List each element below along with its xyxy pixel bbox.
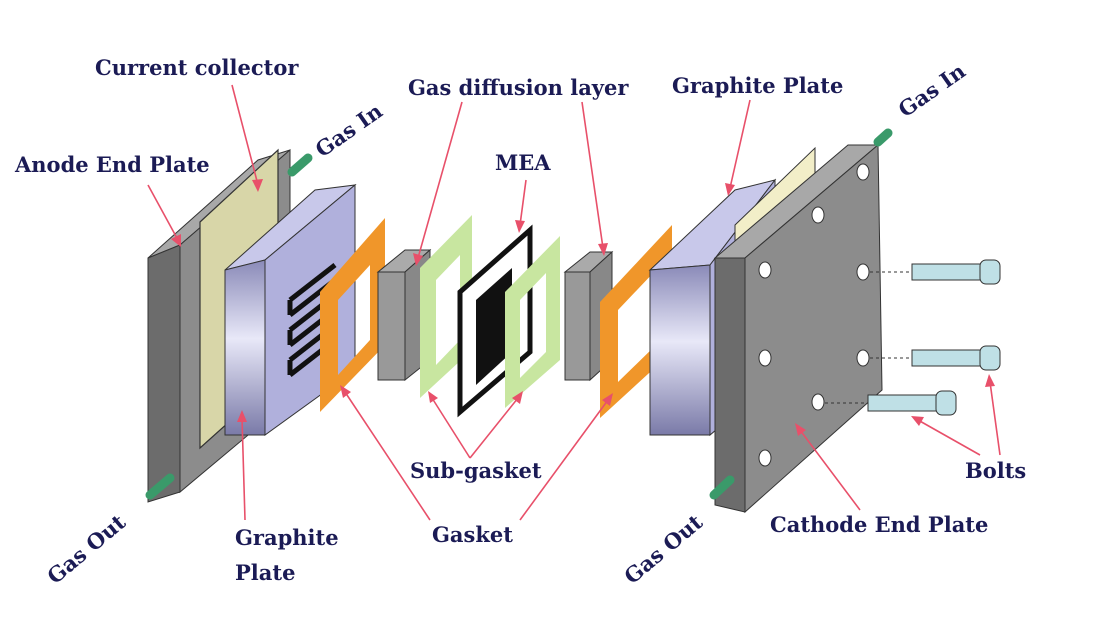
- label-graphite-plate-left-1: Graphite: [235, 525, 339, 550]
- label-anode-end-plate: Anode End Plate: [14, 152, 210, 177]
- sub-gasket-right: [505, 236, 560, 408]
- label-gas-out-right: Gas Out: [619, 509, 707, 589]
- label-graphite-plate-left-2: Plate: [235, 560, 295, 585]
- label-gasket: Gasket: [432, 522, 513, 547]
- label-gas-out-left: Gas Out: [42, 509, 130, 589]
- label-bolts: Bolts: [965, 458, 1026, 483]
- label-gas-in-left: Gas In: [311, 98, 387, 162]
- label-cathode-end-plate: Cathode End Plate: [770, 512, 988, 537]
- leader-arrows: [147, 84, 1001, 521]
- gasket-right: [600, 225, 672, 418]
- label-mea: MEA: [495, 150, 551, 175]
- bolts: [825, 259, 1001, 416]
- cathode-end-plate: [713, 143, 883, 514]
- bolt-holes: [758, 163, 870, 467]
- gasket-left: [320, 218, 385, 412]
- label-current-collector: Current collector: [95, 55, 299, 80]
- label-gas-in-right: Gas In: [894, 58, 970, 122]
- gas-port-icon: [145, 153, 313, 500]
- label-gas-diffusion-layer: Gas diffusion layer: [408, 75, 629, 100]
- gas-port-icon: [709, 128, 893, 500]
- label-sub-gasket: Sub-gasket: [410, 458, 542, 483]
- label-graphite-plate-right: Graphite Plate: [672, 73, 843, 98]
